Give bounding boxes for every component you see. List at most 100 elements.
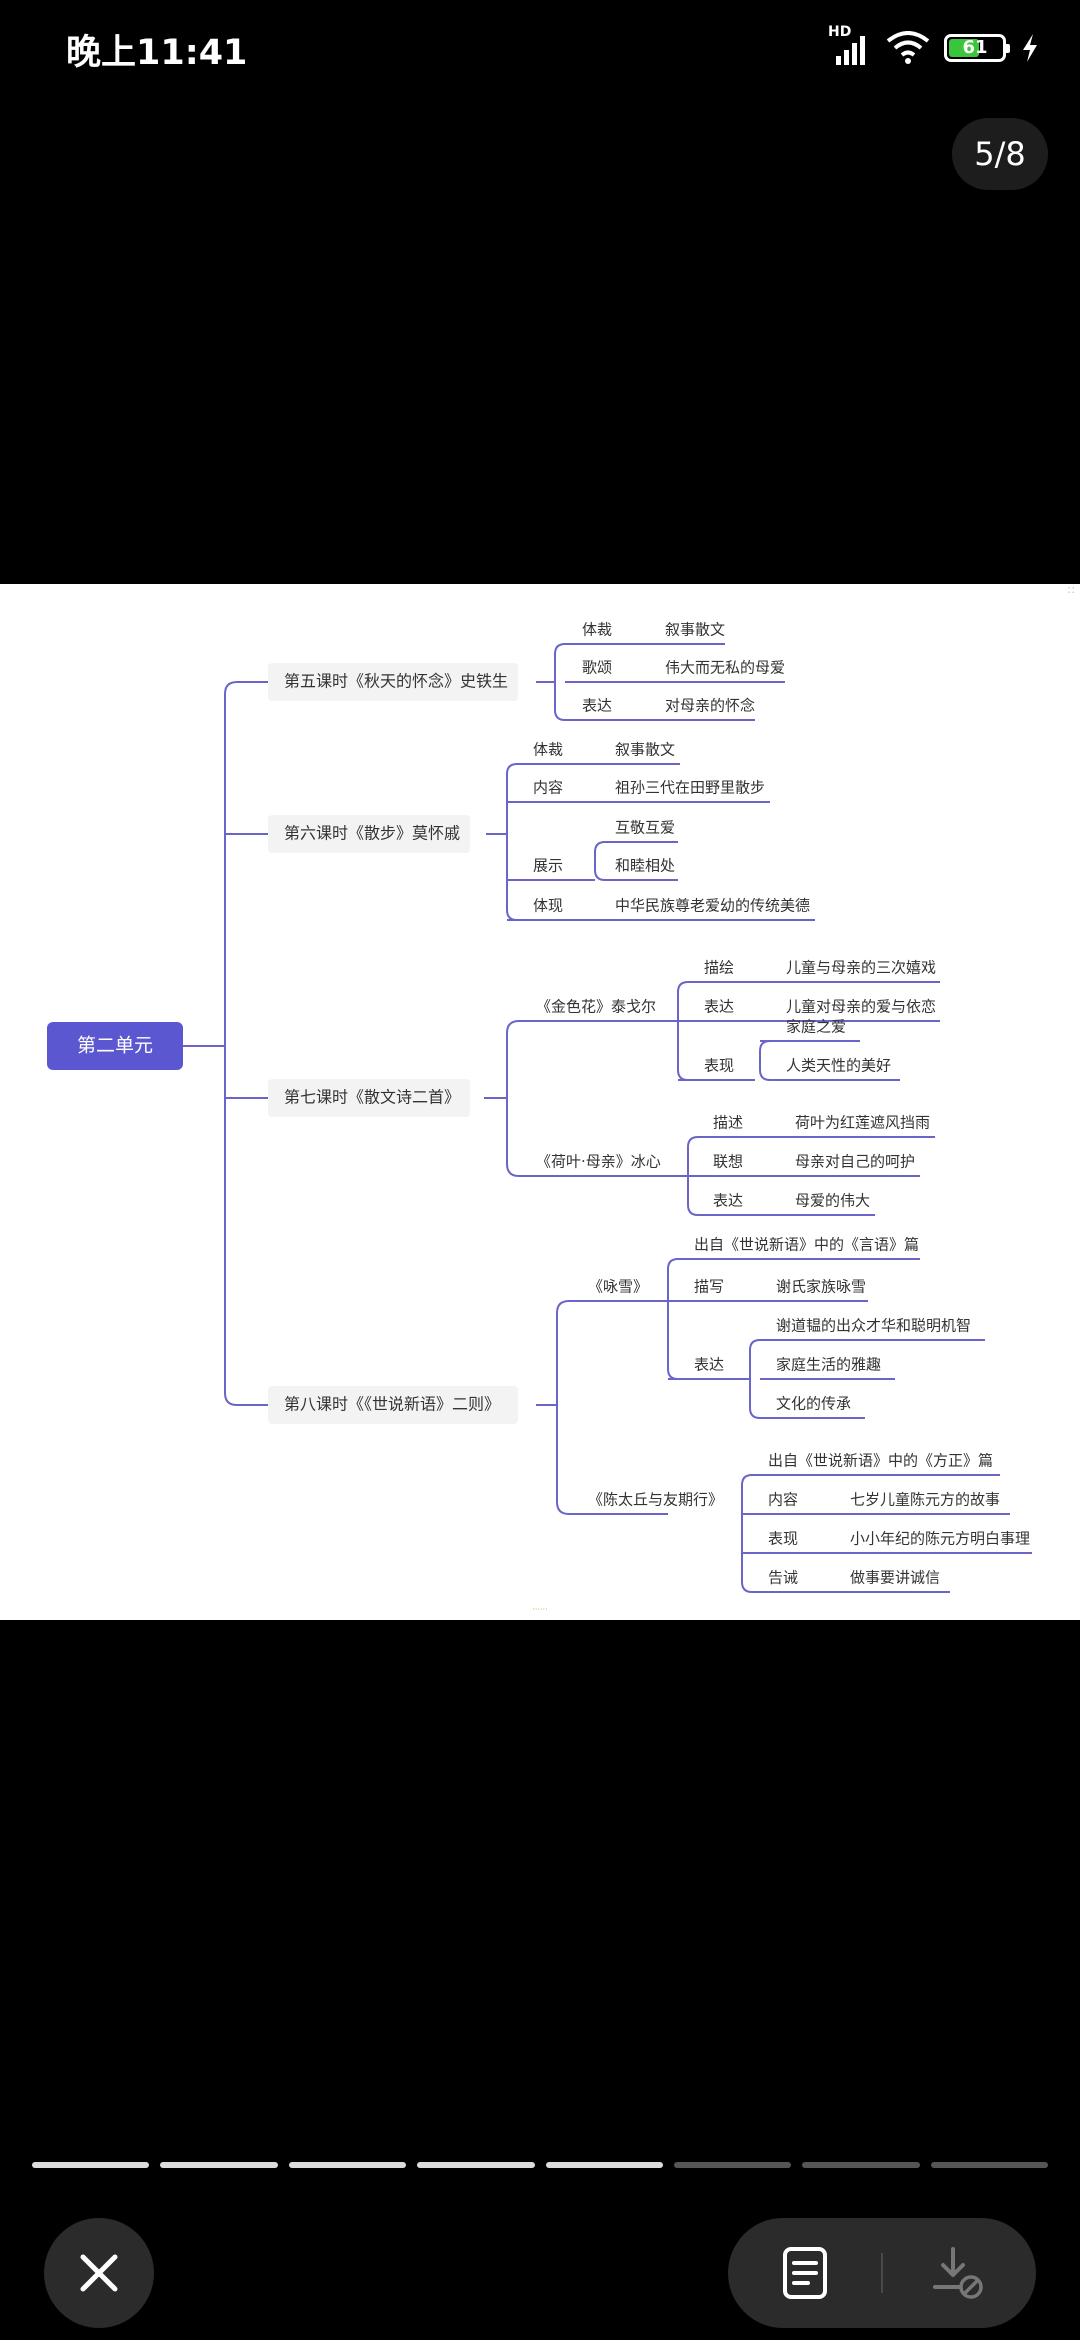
mindmap-leaf: 互敬互爱 — [615, 819, 675, 837]
connector-line — [224, 681, 238, 1406]
mindmap-leaf: 谢氏家族咏雪 — [776, 1278, 866, 1296]
mindmap-leaf: 七岁儿童陈元方的故事 — [850, 1491, 1000, 1509]
mindmap-label: 表达 — [694, 1356, 724, 1374]
mindmap-label: 内容 — [768, 1491, 798, 1509]
status-time: 晚上11:41 — [66, 33, 248, 73]
progress-segment — [417, 2162, 535, 2168]
connector-line — [741, 1474, 753, 1593]
connector-line — [667, 1258, 679, 1380]
download-button[interactable] — [883, 2218, 1036, 2328]
mindmap-leaf: 做事要讲诚信 — [850, 1569, 940, 1587]
mindmap-leaf: 家庭之爱 — [786, 1018, 846, 1036]
mindmap-leaf: 祖孙三代在田野里散步 — [615, 779, 765, 797]
battery-tip — [1006, 44, 1010, 53]
mindmap-leaf: 母亲对自己的呵护 — [795, 1153, 915, 1171]
progress-segment — [32, 2162, 150, 2168]
close-icon — [80, 2254, 118, 2292]
status-bar: 晚上11:41 HD 61 — [0, 0, 1080, 95]
mindmap-leaf: 和睦相处 — [615, 857, 675, 875]
mindmap-label: 描写 — [694, 1278, 724, 1296]
mindmap-label: 表现 — [704, 1057, 734, 1075]
connector-line — [506, 1020, 520, 1177]
progress-segment — [545, 2162, 663, 2168]
page-progress — [32, 2162, 1048, 2168]
action-bar — [728, 2218, 1036, 2328]
mindmap-label: 表达 — [582, 697, 612, 715]
connector-line — [556, 1300, 570, 1515]
poem-node: 《荷叶·母亲》冰心 — [536, 1153, 661, 1171]
lesson-node-label: 第六课时《散步》莫怀戚 — [284, 824, 460, 843]
panel-corner-icon: ⛶ — [1068, 586, 1074, 595]
mindmap-label: 联想 — [713, 1153, 743, 1171]
pill-divider — [881, 2253, 883, 2293]
mindmap-label: 内容 — [533, 779, 563, 797]
mindmap-label: 体现 — [533, 897, 563, 915]
battery-icon: 61 — [944, 34, 1010, 62]
lesson-node — [268, 663, 518, 701]
lesson-node — [268, 1079, 470, 1117]
mindmap-label: 描述 — [713, 1114, 743, 1132]
progress-segment — [160, 2162, 278, 2168]
lesson-node — [268, 1386, 518, 1424]
signal-icon: HD — [828, 24, 872, 68]
mindmap-leaf: 文化的传承 — [776, 1395, 851, 1413]
root-node-label: 第二单元 — [77, 1035, 153, 1057]
root-node — [47, 1022, 183, 1070]
mindmap-leaf: 儿童对母亲的爱与依恋 — [786, 998, 936, 1016]
mindmap-leaf: 谢道韫的出众才华和聪明机智 — [776, 1317, 971, 1335]
connector-line — [554, 643, 566, 721]
connector-line — [594, 841, 606, 881]
document-button[interactable] — [728, 2218, 881, 2328]
mindmap-label: 展示 — [533, 857, 563, 875]
mindmap-label: 歌颂 — [582, 659, 612, 677]
network-label: HD — [828, 24, 852, 40]
page-counter: 5/8 — [952, 118, 1048, 190]
mindmap-leaf: 叙事散文 — [615, 741, 675, 759]
status-icons: HD 61 — [828, 24, 1040, 68]
connector-line — [506, 763, 518, 921]
battery-level: 61 — [962, 37, 988, 58]
download-disabled-icon — [933, 2247, 984, 2299]
mindmap-label: 体裁 — [533, 741, 563, 759]
connector-line — [759, 1040, 771, 1081]
connector-line — [677, 981, 689, 1081]
mindmap-leaf: 荷叶为红莲遮风挡雨 — [795, 1114, 930, 1132]
lesson-node-label: 第七课时《散文诗二首》 — [284, 1088, 460, 1107]
mindmap-leaf: 母爱的伟大 — [795, 1192, 870, 1210]
mindmap-diagram: 第二单元 第五课时《秋天的怀念》史铁生第六课时《散步》莫怀戚第七课时《散文诗二首》… — [47, 621, 1032, 1593]
mindmap-label: 表达 — [704, 998, 734, 1016]
close-button[interactable] — [44, 2218, 154, 2328]
document-icon — [782, 2247, 827, 2299]
mindmap-leaf: 出自《世说新语》中的《言语》篇 — [694, 1236, 919, 1254]
mindmap-leaf: 出自《世说新语》中的《方正》篇 — [768, 1452, 993, 1470]
image-panel[interactable]: ⛶ 第二单元 第五课时《秋天的怀念》史铁生第六课时《散步》莫怀戚第七课时《散文诗二… — [0, 584, 1080, 1620]
mindmap-label: 体裁 — [582, 621, 612, 639]
progress-segment — [288, 2162, 407, 2168]
mindmap-label: 描绘 — [704, 959, 734, 977]
mindmap-leaf: 儿童与母亲的三次嬉戏 — [786, 959, 936, 977]
mindmap-label: 告诫 — [768, 1569, 798, 1587]
mindmap-label: 表达 — [713, 1192, 743, 1210]
watermark: ······ — [532, 1605, 548, 1614]
mindmap-leaf: 家庭生活的雅趣 — [776, 1356, 881, 1374]
mindmap-leaf: 对母亲的怀念 — [665, 697, 755, 715]
mindmap-leaf: 伟大而无私的母爱 — [665, 659, 785, 677]
lesson-node-label: 第五课时《秋天的怀念》史铁生 — [284, 672, 508, 691]
progress-segment — [930, 2162, 1048, 2168]
story-node: 《陈太丘与友期行》 — [588, 1491, 723, 1509]
mindmap-leaf: 人类天性的美好 — [786, 1057, 891, 1075]
mindmap-leaf: 小小年纪的陈元方明白事理 — [850, 1530, 1030, 1548]
mindmap-leaf: 中华民族尊老爱幼的传统美德 — [615, 897, 810, 915]
connector-line — [749, 1339, 761, 1419]
mindmap-label: 表现 — [768, 1530, 798, 1548]
progress-segment — [673, 2162, 792, 2168]
lesson-node — [268, 815, 470, 853]
wifi-icon — [886, 31, 930, 64]
progress-segment — [802, 2162, 920, 2168]
battery-fill — [949, 39, 980, 57]
poem-node: 《金色花》泰戈尔 — [536, 998, 656, 1016]
lesson-node-label: 第八课时《《世说新语》二则》 — [284, 1395, 500, 1414]
charging-icon — [1023, 34, 1037, 62]
mindmap-leaf: 叙事散文 — [665, 621, 725, 639]
story-node: 《咏雪》 — [588, 1278, 648, 1296]
